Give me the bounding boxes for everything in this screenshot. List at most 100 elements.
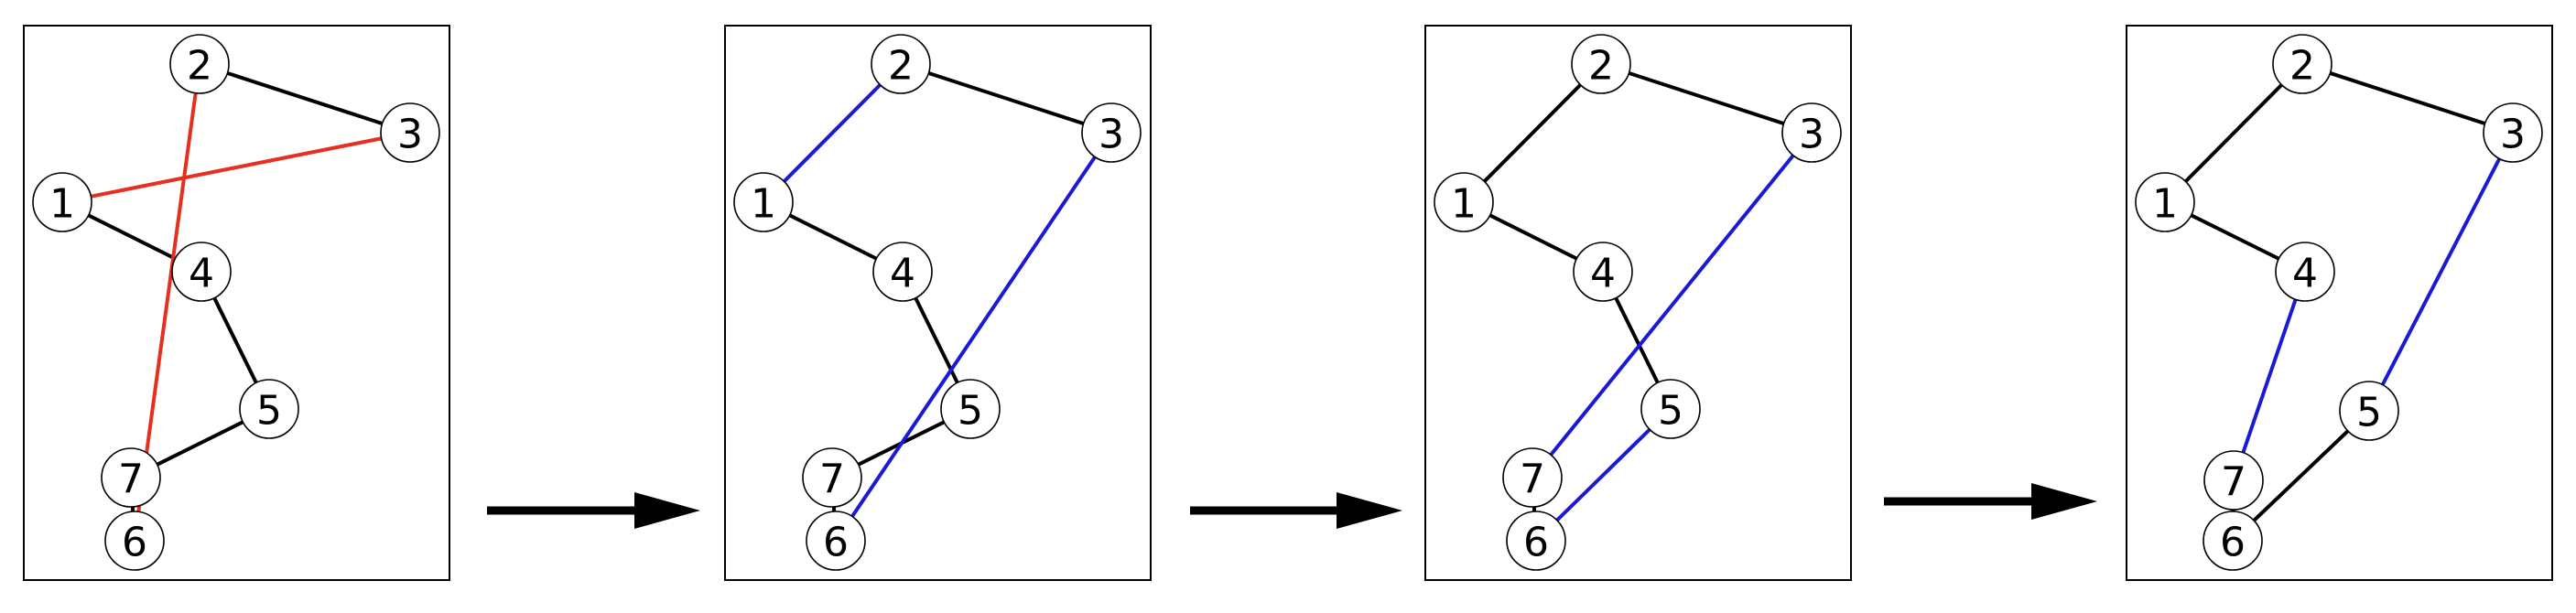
node-circle xyxy=(1781,102,1842,163)
node-circle xyxy=(169,34,230,94)
node-5: 5 xyxy=(239,379,299,439)
edge-3-6-changed xyxy=(834,131,1113,543)
node-3: 3 xyxy=(1081,102,1142,163)
node-label: 1 xyxy=(1451,181,1477,228)
edge-2-3 xyxy=(2300,62,2515,134)
graph-panel-2: 1 2 3 4 5 6 7 xyxy=(724,25,1152,581)
node-2: 2 xyxy=(169,34,230,94)
node-label: 6 xyxy=(823,520,849,566)
node-6: 6 xyxy=(1506,511,1566,571)
node-6: 6 xyxy=(104,511,165,571)
node-1: 1 xyxy=(2135,172,2195,232)
node-circle xyxy=(872,242,933,302)
node-label: 7 xyxy=(2221,459,2246,506)
node-circle xyxy=(733,172,794,232)
node-circle xyxy=(104,511,165,571)
edge-2-3 xyxy=(899,62,1113,134)
node-label: 5 xyxy=(256,388,282,435)
node-1: 1 xyxy=(32,172,92,232)
panel-frame xyxy=(23,25,450,581)
node-7: 7 xyxy=(101,447,161,508)
node-circle xyxy=(1434,172,1494,232)
node-4: 4 xyxy=(2275,242,2335,302)
node-circle xyxy=(1573,242,1633,302)
node-circle xyxy=(2275,242,2335,302)
node-circle xyxy=(1571,34,1631,94)
node-2: 2 xyxy=(2272,34,2332,94)
node-circle xyxy=(2339,381,2399,441)
node-circle xyxy=(940,379,1001,439)
node-circle xyxy=(1506,511,1566,571)
node-circle xyxy=(2135,172,2195,232)
graph-panel-1: 1 2 3 4 5 6 7 xyxy=(23,25,450,581)
node-label: 6 xyxy=(122,520,147,566)
node-label: 1 xyxy=(2152,181,2178,228)
node-label: 7 xyxy=(1520,457,1545,503)
node-2: 2 xyxy=(1571,34,1631,94)
node-label: 2 xyxy=(187,43,212,90)
node-label: 7 xyxy=(819,457,845,503)
edge-1-3-crossing xyxy=(60,131,412,204)
panel-frame xyxy=(724,25,1152,581)
node-4: 4 xyxy=(171,242,232,302)
edge-5-6-changed xyxy=(1534,407,1672,543)
panel-frame xyxy=(2126,25,2553,581)
node-circle xyxy=(1081,102,1142,163)
node-circle xyxy=(380,102,440,163)
node-circle xyxy=(1640,379,1701,439)
node-1: 1 xyxy=(733,172,794,232)
node-circle xyxy=(171,242,232,302)
node-label: 2 xyxy=(2289,43,2315,90)
node-label: 7 xyxy=(118,457,144,503)
graph-panel-4: 1 2 3 4 5 6 7 xyxy=(2126,25,2553,581)
node-label: 4 xyxy=(1590,251,1616,297)
node-3: 3 xyxy=(2483,102,2543,163)
node-4: 4 xyxy=(872,242,933,302)
arrow-head xyxy=(1337,492,1402,529)
transition-arrow-3 xyxy=(1884,483,2097,520)
node-circle xyxy=(1502,447,1563,508)
node-label: 5 xyxy=(2356,390,2382,436)
transition-arrow-2 xyxy=(1190,492,1402,529)
edge-2-3 xyxy=(1599,62,1813,134)
node-label: 3 xyxy=(2500,112,2526,158)
node-1: 1 xyxy=(1434,172,1494,232)
node-7: 7 xyxy=(2203,450,2264,511)
node-label: 5 xyxy=(958,388,983,435)
node-3: 3 xyxy=(380,102,440,163)
edge-1-2-changed xyxy=(762,62,903,204)
node-label: 2 xyxy=(888,43,914,90)
node-3: 3 xyxy=(1781,102,1842,163)
edge-3-7-changed xyxy=(1531,131,1813,479)
node-circle xyxy=(32,172,92,232)
node-label: 3 xyxy=(397,112,423,158)
node-circle xyxy=(806,511,866,571)
node-label: 3 xyxy=(1099,112,1124,158)
node-label: 4 xyxy=(189,251,214,297)
panel-frame xyxy=(1424,25,1852,581)
node-label: 5 xyxy=(1658,388,1683,435)
edge-5-6 xyxy=(2231,409,2371,543)
node-label: 4 xyxy=(890,251,915,297)
node-6: 6 xyxy=(2203,511,2263,571)
node-circle xyxy=(2203,511,2263,571)
edge-1-2 xyxy=(2163,62,2304,204)
node-circle xyxy=(239,379,299,439)
node-5: 5 xyxy=(2339,381,2399,441)
node-label: 3 xyxy=(1799,112,1824,158)
transition-arrow-1 xyxy=(487,492,700,529)
edge-2-3 xyxy=(198,62,412,134)
node-label: 6 xyxy=(1523,520,1549,566)
node-label: 6 xyxy=(2220,520,2246,566)
node-circle xyxy=(101,447,161,508)
node-circle xyxy=(2203,450,2264,511)
node-circle xyxy=(871,34,931,94)
node-circle xyxy=(2272,34,2332,94)
node-circle xyxy=(2483,102,2543,163)
node-4: 4 xyxy=(1573,242,1633,302)
node-label: 4 xyxy=(2292,251,2318,297)
node-5: 5 xyxy=(940,379,1001,439)
node-7: 7 xyxy=(1502,447,1563,508)
node-7: 7 xyxy=(802,447,862,508)
